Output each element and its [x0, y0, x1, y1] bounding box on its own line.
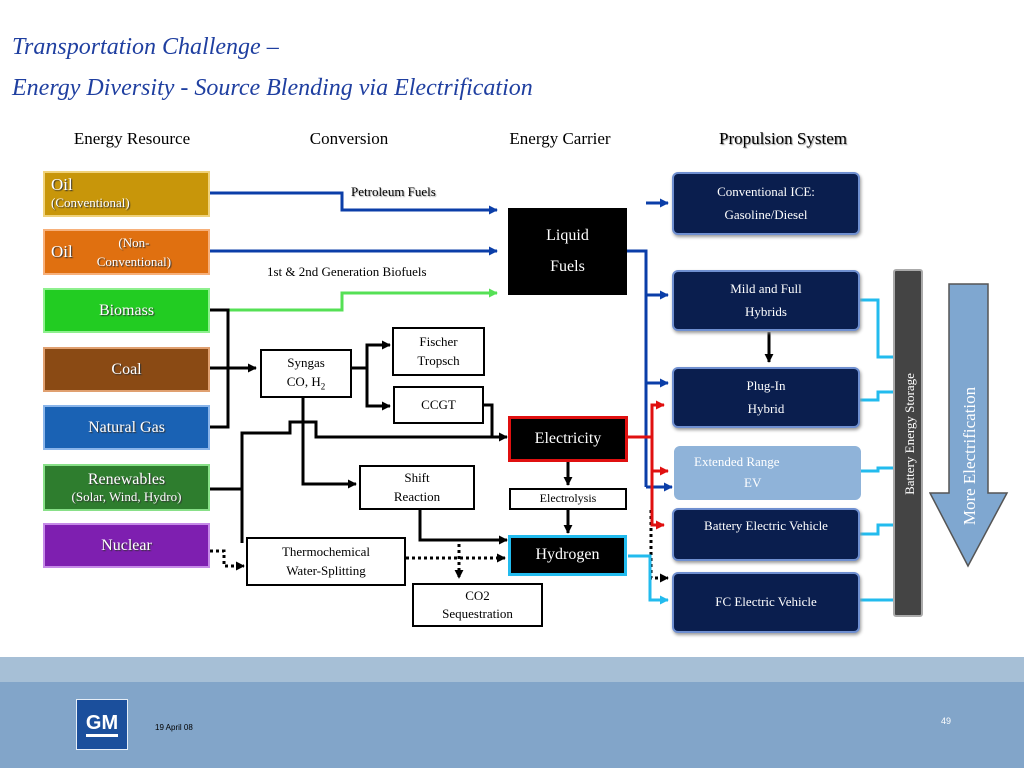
footer-date: 19 April 08 [155, 723, 193, 732]
liquid-line1: Liquid [546, 227, 589, 245]
path-renewables-nuclear [210, 487, 244, 543]
conversion-shift-reaction: Shift Reaction [359, 465, 475, 510]
source-oil-nonconventional-line2a: (Non- [118, 234, 150, 250]
source-renewables: Renewables (Solar, Wind, Hydro) [43, 464, 210, 511]
flow-connectors [210, 191, 895, 605]
path-nuclear-thermo [210, 549, 245, 571]
propulsion-plug-in-hybrid: Plug-In Hybrid [672, 367, 860, 428]
propulsion-battery-ev: Battery Electric Vehicle [672, 508, 860, 561]
fischer-line1: Fischer [419, 333, 458, 349]
column-header-energy-carrier: Energy Carrier [509, 129, 611, 148]
path-hydrogen-battery [649, 510, 669, 583]
propulsion-fc-ev: FC Electric Vehicle [672, 572, 860, 633]
carrier-liquid-fuels: Liquid Fuels [508, 208, 627, 295]
plugin-line1: Plug-In [746, 378, 786, 394]
shift-line1: Shift [404, 469, 430, 485]
path-biofuels [210, 288, 498, 312]
path-electricity-trunk [628, 400, 665, 439]
carrier-electricity: Electricity [508, 416, 628, 462]
title-line-2: Energy Diversity - Source Blending via E… [12, 75, 533, 101]
source-nuclear: Nuclear [43, 523, 210, 568]
source-oil-conventional-line2: (Conventional) [51, 195, 130, 211]
source-natural-gas: Natural Gas [43, 405, 210, 450]
carrier-hydrogen: Hydrogen [508, 535, 627, 576]
path-hydrogen-fcev [628, 554, 669, 605]
source-oil-conventional: Oil (Conventional) [43, 171, 210, 217]
source-oil-nonconventional-line2b: Conventional) [96, 254, 172, 269]
shift-line2: Reaction [393, 488, 441, 504]
column-header-propulsion-system: Propulsion System [719, 129, 847, 148]
source-biomass: Biomass [43, 288, 210, 333]
conversion-thermochemical: Thermochemical Water-Splitting [246, 537, 406, 586]
source-oil-conventional-line1: Oil [51, 175, 73, 194]
ice-line1: Conventional ICE: [717, 184, 815, 200]
label-petroleum-fuels: Petroleum Fuels [351, 184, 436, 199]
path-liquid-trunk [627, 249, 648, 487]
path-electricity-feed [240, 420, 508, 489]
column-header-energy-resource: Energy Resource [73, 129, 191, 148]
battery-energy-storage-bar [893, 269, 923, 617]
co2-line2: Sequestration [442, 606, 513, 621]
footer [0, 682, 1024, 768]
propulsion-conventional-ice: Conventional ICE: Gasoline/Diesel [672, 172, 860, 235]
liquid-line2: Fuels [550, 257, 585, 275]
page-number: 49 [941, 716, 952, 726]
syngas-line1: Syngas [287, 354, 325, 370]
source-oil-nonconventional: Oil (Non- Conventional) [43, 229, 210, 275]
syngas-line2: CO, H [286, 373, 321, 389]
battery-energy-storage-label: Battery Energy Storage [902, 373, 917, 495]
path-ccgt-electricity [484, 403, 494, 437]
propulsion-hybrids: Mild and Full Hybrids [672, 270, 860, 331]
erev-line2: EV [744, 475, 762, 490]
path-syngas-shift [301, 398, 357, 489]
conversion-syngas: Syngas CO, H2 [260, 349, 352, 398]
conversion-electrolysis: Electrolysis [509, 488, 627, 510]
more-electrification-label: More Electrification [960, 386, 979, 526]
more-electrification-arrow [929, 283, 1009, 568]
source-renewables-line2: (Solar, Wind, Hydro) [71, 489, 182, 505]
title-line-1: Transportation Challenge – [12, 34, 279, 60]
thermo-line1: Thermochemical [281, 543, 371, 559]
footer-band [0, 657, 1024, 682]
ice-line2: Gasoline/Diesel [724, 206, 808, 222]
conversion-co2-sequestration: CO2 Sequestration [412, 583, 543, 627]
hybrid-line1: Mild and Full [730, 281, 802, 297]
label-biofuels: 1st & 2nd Generation Biofuels [267, 264, 427, 279]
syngas-subscript: 2 [320, 381, 326, 392]
plugin-line2: Hybrid [747, 400, 785, 416]
conversion-ccgt: CCGT [393, 386, 484, 424]
path-syngas-split [352, 343, 390, 408]
thermo-line2: Water-Splitting [286, 562, 366, 578]
conversion-fischer-tropsch: Fischer Tropsch [392, 327, 485, 376]
source-renewables-line1: Renewables [87, 471, 166, 489]
source-coal: Coal [43, 347, 210, 392]
gm-logo: GM [76, 699, 128, 750]
hybrid-line2: Hybrids [745, 303, 787, 319]
co2-line1: CO2 [465, 588, 490, 604]
path-shift-hydrogen [418, 502, 508, 545]
path-oil-conventional [210, 191, 498, 215]
column-header-conversion: Conversion [309, 129, 389, 148]
propulsion-extended-range-ev: Extended Range EV [674, 446, 861, 500]
fischer-line2: Tropsch [417, 352, 460, 368]
gm-logo-text: GM [85, 713, 119, 737]
source-oil-nonconventional-line1: Oil [51, 241, 73, 261]
erev-line1: Extended Range [694, 454, 780, 470]
